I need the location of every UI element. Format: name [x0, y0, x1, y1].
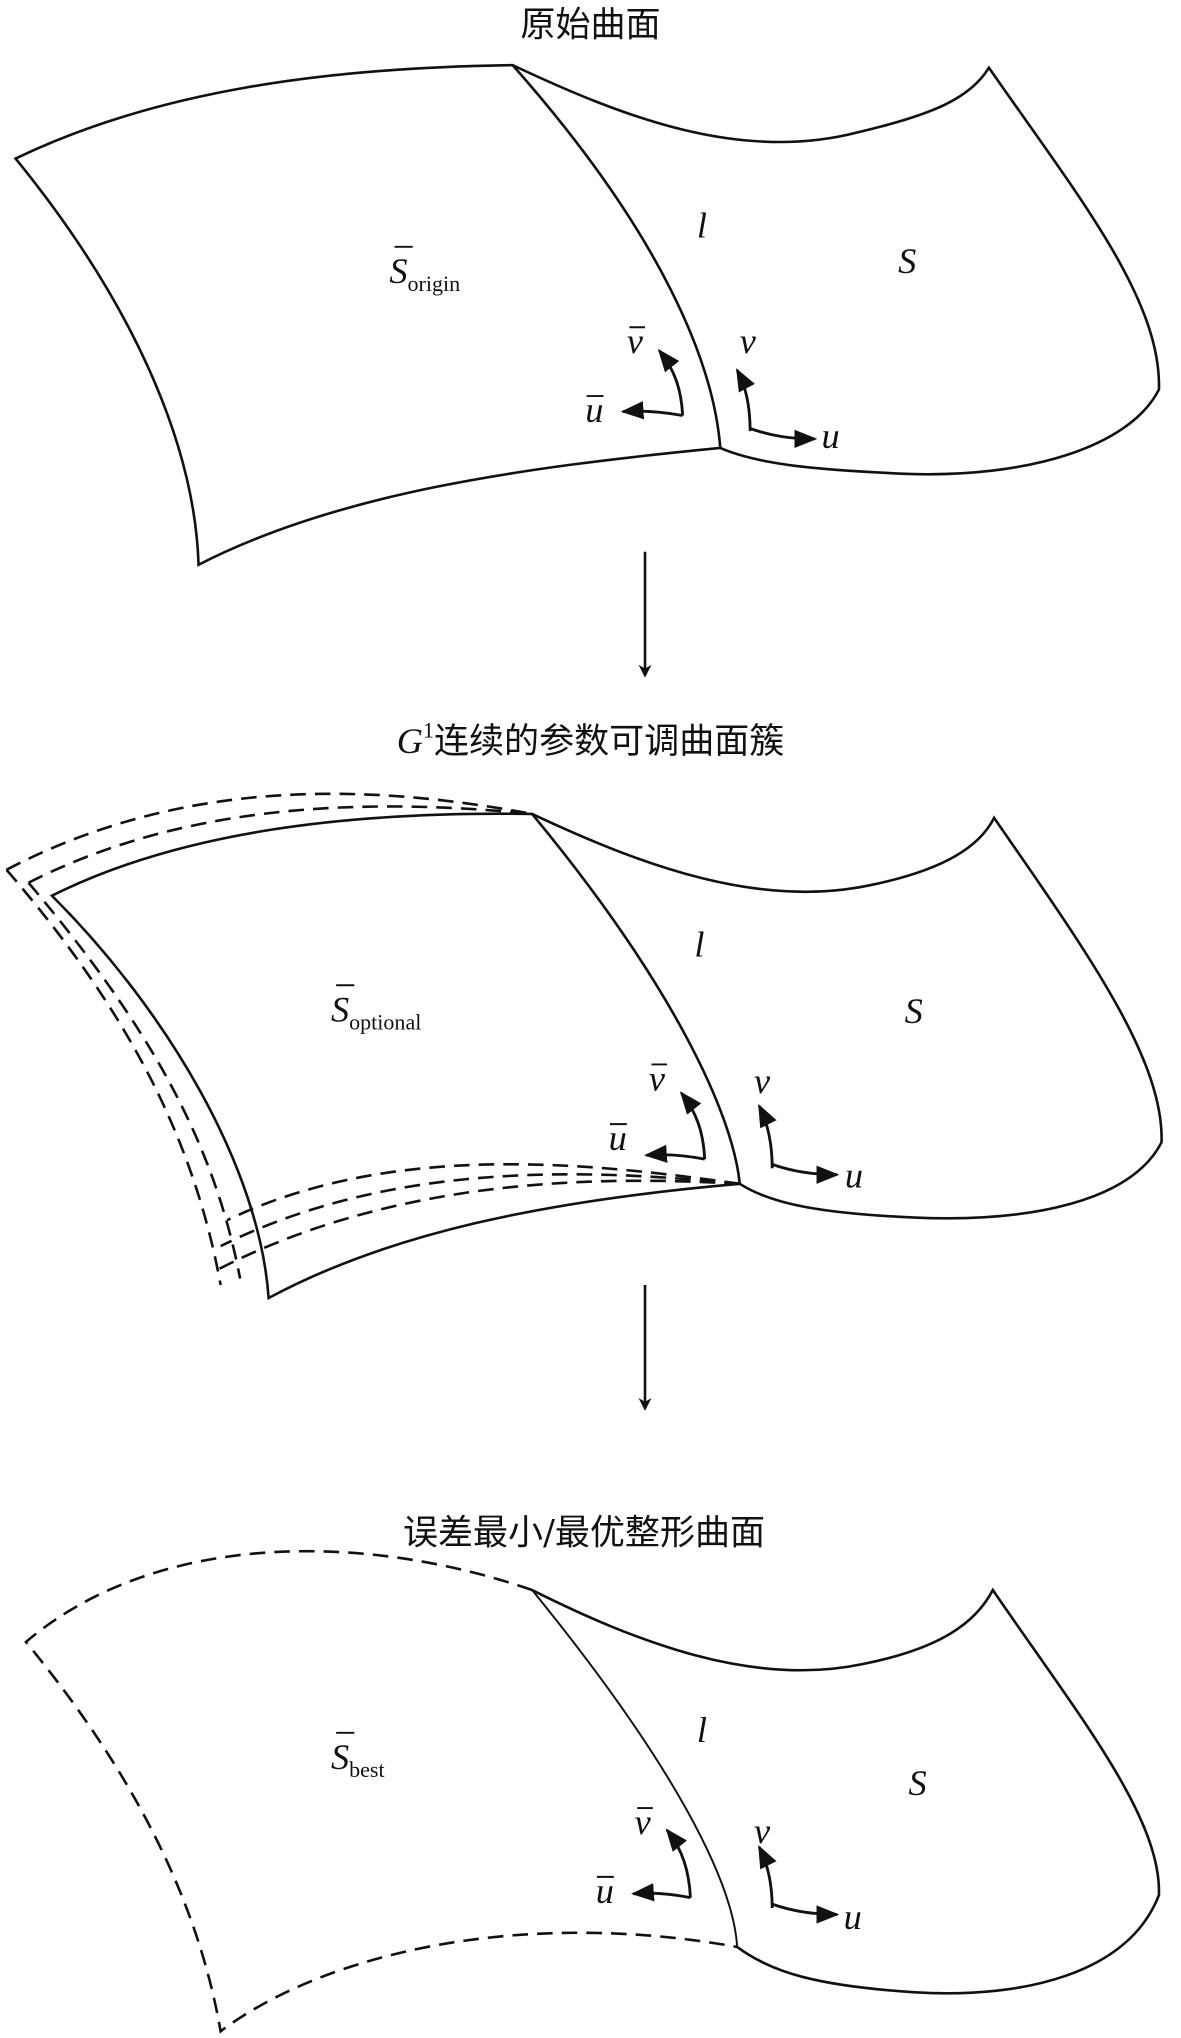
- boundary-line-l: [511, 64, 722, 449]
- panel-adjustable-surface-family: G1连续的参数可调曲面簇 Soptional l S v u v u: [5, 717, 1163, 1301]
- dashed-candidate-surface: [217, 1179, 740, 1271]
- dashed-candidate-surface: [226, 1162, 740, 1222]
- v-label: v: [754, 1061, 771, 1101]
- dashed-candidate-surface: [27, 805, 533, 884]
- u-label: u: [822, 416, 840, 456]
- u-bar-label: u: [596, 1871, 614, 1911]
- u-label: u: [844, 1897, 862, 1937]
- v-bar-label: v: [635, 1802, 652, 1842]
- left-surface-label: Soptional: [331, 990, 421, 1035]
- u-bar-arrow: [631, 1883, 691, 1902]
- u-label: u: [845, 1156, 863, 1196]
- line-label: l: [694, 925, 704, 965]
- panel-title: 原始曲面: [520, 5, 660, 46]
- left-surface-label: Sbest: [331, 1737, 385, 1782]
- left-surface-label: Sorigin: [389, 251, 460, 296]
- u-bar-label: u: [609, 1118, 627, 1158]
- dashed-candidate-surface: [5, 792, 533, 871]
- dashed-candidate-surface: [27, 881, 242, 1279]
- panel-title: G1连续的参数可调曲面簇: [397, 717, 785, 762]
- panel-best-surface: 误差最小/最优整形曲面 Sbest l S v u v u: [24, 1513, 1161, 2034]
- u-bar-arrow: [620, 401, 683, 420]
- v-arrow: [735, 368, 755, 432]
- boundary-line-l: [531, 1589, 739, 1947]
- v-arrow: [757, 1103, 777, 1169]
- u-arrow: [749, 427, 818, 449]
- v-bar-label: v: [627, 321, 644, 361]
- right-surface-edge: [512, 63, 1161, 476]
- u-bar-label: u: [585, 390, 603, 430]
- v-label: v: [754, 1811, 771, 1851]
- right-surface-edge: [531, 1587, 1161, 1995]
- dashed-candidate-surface: [220, 1173, 740, 1248]
- dashed-candidate-surface: [5, 868, 222, 1286]
- u-bar-arrow: [644, 1144, 705, 1163]
- u-arrow: [771, 1163, 840, 1184]
- u-arrow: [771, 1902, 840, 1924]
- v-arrow: [757, 1844, 777, 1908]
- v-bar-arrow: [657, 348, 685, 416]
- right-surface-label: S: [905, 991, 923, 1031]
- line-label: l: [697, 1710, 707, 1750]
- line-label: l: [697, 206, 707, 246]
- right-surface-label: S: [908, 1763, 926, 1803]
- panel-original-surface: 原始曲面 Sorigin l S v u v u: [13, 5, 1161, 567]
- v-bar-label: v: [649, 1058, 666, 1098]
- left-surface-edge: [49, 812, 742, 1301]
- v-bar-arrow: [665, 1828, 692, 1898]
- right-surface-label: S: [898, 241, 916, 281]
- left-surface-edge: [13, 63, 722, 567]
- left-surface-dashed-edge: [24, 1549, 738, 2034]
- v-bar-arrow: [679, 1091, 707, 1160]
- right-surface-edge: [531, 812, 1163, 1220]
- v-label: v: [740, 321, 757, 361]
- panel-title: 误差最小/最优整形曲面: [403, 1513, 765, 1554]
